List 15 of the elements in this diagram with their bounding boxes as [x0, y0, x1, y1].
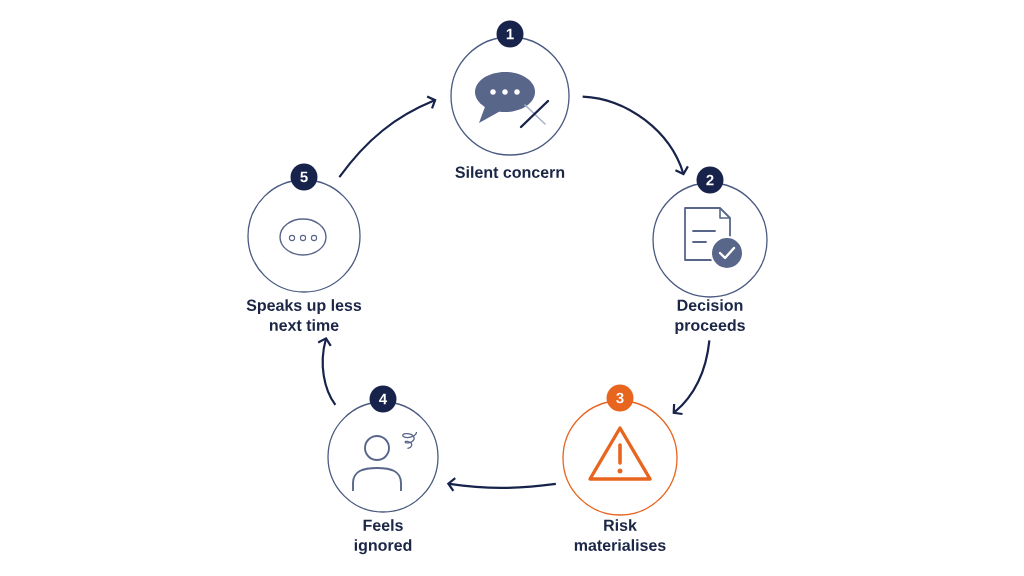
number-badge: 2 — [696, 166, 724, 194]
number-badge: 5 — [290, 163, 318, 191]
number-badge: 1 — [496, 20, 524, 48]
number-badge: 4 — [369, 385, 397, 413]
arrow — [672, 340, 711, 416]
step-label: Silent concern — [455, 166, 565, 178]
arrow — [338, 95, 437, 178]
arrow — [582, 95, 689, 176]
arrow — [317, 336, 337, 406]
number-badge: 3 — [606, 384, 634, 412]
step-label: Feels ignored — [354, 519, 412, 555]
step-label: Risk materialises — [574, 519, 666, 551]
step-label: Decision proceeds — [675, 299, 745, 335]
arrow — [446, 477, 556, 492]
step-label: Speaks up less next time — [246, 299, 362, 331]
